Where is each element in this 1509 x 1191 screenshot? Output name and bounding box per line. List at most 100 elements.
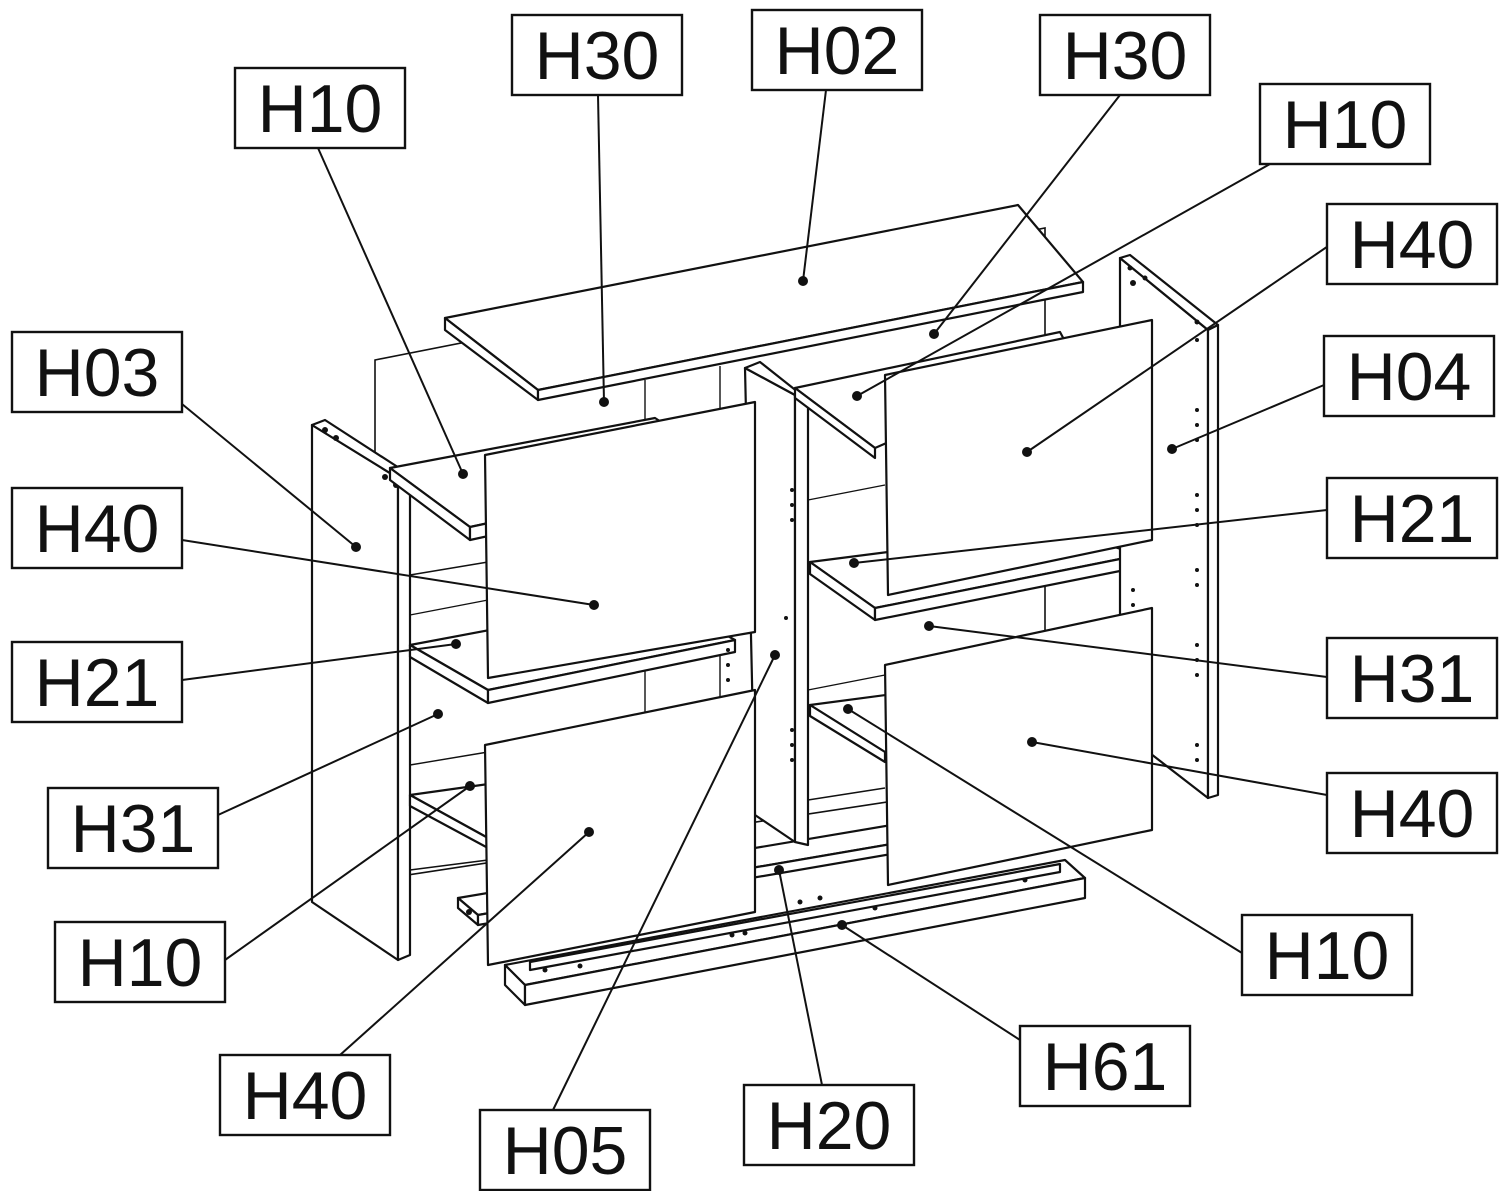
leader-dot: [465, 781, 475, 791]
leader-line: [217, 713, 439, 816]
leader-line: [552, 654, 776, 1111]
part-code-label: H31: [1350, 641, 1475, 717]
callout-h61: H61: [837, 920, 1192, 1108]
part-code-label: H02: [775, 13, 900, 89]
part-code-label: H40: [243, 1058, 368, 1134]
leader-dot: [1027, 737, 1037, 747]
leader-line: [1171, 384, 1325, 450]
label-box: [750, 8, 924, 92]
leader-dot: [852, 391, 862, 401]
label-box: [510, 13, 684, 97]
callout-h03: H03: [10, 330, 361, 552]
leader-line: [928, 625, 1328, 678]
leader-dot: [929, 329, 939, 339]
leader-line: [181, 643, 457, 681]
callout-h40: H40: [10, 486, 599, 610]
top-panel: [443, 203, 1085, 402]
part-code-label: H40: [35, 491, 160, 567]
callout-h10: H10: [852, 82, 1432, 401]
part-code-label: H10: [1265, 918, 1390, 994]
leader-dot: [351, 542, 361, 552]
part-code-label: H30: [1063, 18, 1188, 94]
left-side-panel: [310, 418, 412, 962]
leader-line: [317, 147, 464, 475]
part-code-label: H21: [1350, 481, 1475, 557]
part-code-label: H04: [1347, 339, 1472, 415]
part-code-label: H03: [35, 335, 160, 411]
part-code-label: H10: [258, 71, 383, 147]
door-top-left: [483, 400, 757, 680]
leader-dot: [924, 621, 934, 631]
leader-dot: [774, 865, 784, 875]
part-code-label: H21: [35, 645, 160, 721]
callout-h04: H04: [1167, 334, 1496, 454]
part-code-label: H40: [1350, 776, 1475, 852]
callout-h02: H02: [750, 8, 924, 286]
callout-h31: H31: [46, 709, 443, 870]
label-box: [478, 1108, 652, 1191]
label-box: [218, 1053, 392, 1137]
part-code-label: H40: [1350, 207, 1475, 283]
leader-line: [802, 89, 827, 282]
callout-h10: H10: [53, 781, 475, 1004]
callout-h40: H40: [1022, 202, 1499, 457]
leader-dot: [589, 600, 599, 610]
leader-line: [1031, 741, 1328, 796]
leader-line: [339, 831, 590, 1056]
callout-h40: H40: [218, 827, 594, 1137]
leader-dot: [433, 709, 443, 719]
cabinet-drawing: [310, 203, 1220, 1007]
leader-dot: [798, 276, 808, 286]
door-bottom-left: [483, 688, 757, 967]
leader-dot: [599, 397, 609, 407]
callout-h10: H10: [843, 704, 1414, 997]
label-box: [46, 786, 220, 870]
leader-dot: [1022, 447, 1032, 457]
leader-line: [853, 509, 1328, 564]
label-box: [1038, 13, 1212, 97]
leader-dot: [1167, 444, 1177, 454]
part-code-label: H05: [503, 1113, 628, 1189]
label-box: [10, 330, 184, 414]
base-plinth: [503, 858, 1087, 1007]
callout-h30: H30: [929, 13, 1212, 339]
leader-dot: [837, 920, 847, 930]
leader-dot: [770, 650, 780, 660]
leader-dot: [849, 558, 859, 568]
leader-line: [841, 924, 1021, 1041]
callout-h20: H20: [742, 865, 916, 1167]
callout-h21: H21: [849, 476, 1499, 568]
leader-dot: [451, 639, 461, 649]
part-code-label: H20: [767, 1088, 892, 1164]
leader-line: [847, 708, 1243, 954]
label-box: [10, 486, 184, 570]
leader-line: [933, 94, 1121, 335]
callout-h21: H21: [10, 639, 461, 724]
leader-dot: [458, 469, 468, 479]
label-box: [742, 1083, 916, 1167]
label-box: [10, 640, 184, 724]
label-box: [1322, 334, 1496, 418]
leader-line: [181, 403, 357, 548]
leader-dot: [843, 704, 853, 714]
part-code-label: H31: [71, 791, 196, 867]
label-box: [53, 920, 227, 1004]
label-box: [1325, 476, 1499, 560]
leader-line: [1026, 239, 1338, 453]
label-box: [1325, 771, 1499, 855]
callout-h10: H10: [233, 66, 468, 479]
part-code-label: H61: [1043, 1029, 1168, 1105]
part-code-label: H10: [78, 925, 203, 1001]
label-box: [1258, 82, 1432, 166]
part-code-label: H30: [535, 18, 660, 94]
label-box: [233, 66, 407, 150]
label-box: [1018, 1024, 1192, 1108]
label-box: [1325, 636, 1499, 720]
leader-line: [597, 94, 605, 403]
leader-line: [856, 163, 1271, 397]
door-bottom-right: [883, 606, 1154, 887]
callout-h40: H40: [1027, 737, 1499, 855]
label-box: [1240, 913, 1414, 997]
